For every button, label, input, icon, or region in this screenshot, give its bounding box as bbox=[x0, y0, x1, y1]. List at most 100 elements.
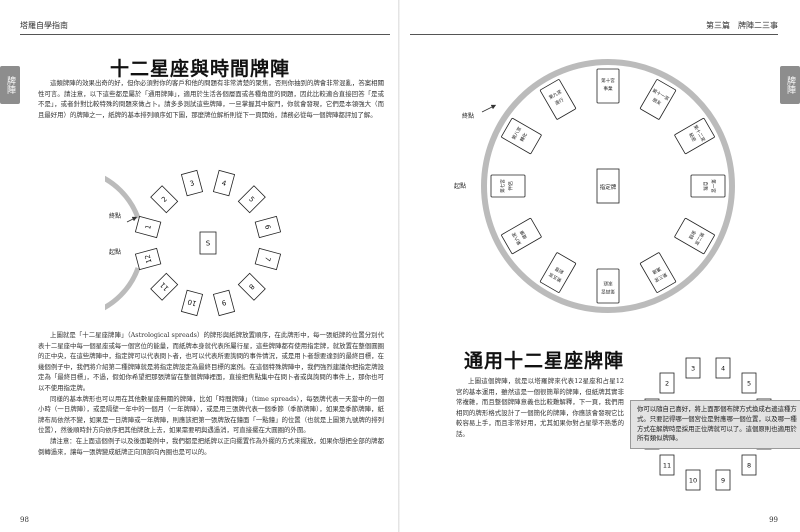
spread-card-position: 3 bbox=[685, 357, 701, 379]
spread-card-position: 6 bbox=[254, 215, 282, 239]
house-number-label: 第四宮 bbox=[601, 288, 615, 295]
house-theme-label: 轉化 bbox=[518, 131, 529, 143]
spread-card-position: 2 bbox=[659, 372, 675, 394]
running-head-left: 塔羅自學指南 bbox=[20, 21, 68, 30]
spread-card-position: 5 bbox=[741, 372, 757, 394]
house-theme-label: 家庭 bbox=[603, 280, 613, 287]
house-number-label: 第七宮 bbox=[499, 179, 506, 193]
house-spread-diagram: 第十宮事業第十一宮朋友第十二宮秘密第一宮自我第二宮金錢第三宮溝通第四宮家庭第五宮… bbox=[454, 59, 735, 313]
position-number: 4 bbox=[721, 365, 725, 373]
house-theme-label: 創意 bbox=[553, 265, 565, 276]
svg-text:S: S bbox=[206, 240, 211, 248]
significator-card: 指定牌 bbox=[596, 168, 620, 204]
page-number-left: 98 bbox=[20, 516, 29, 524]
spread-card-position: 10 bbox=[685, 469, 701, 491]
position-number: 5 bbox=[747, 380, 751, 388]
spread-card-position: 4 bbox=[212, 169, 236, 197]
spread-card-position: 1 bbox=[134, 215, 162, 239]
header-rule-left bbox=[20, 34, 390, 35]
spread-card-position: 9 bbox=[212, 289, 236, 317]
spread-card-position: 2 bbox=[150, 185, 179, 214]
spread-card-position: 12 bbox=[134, 247, 162, 271]
chapter-tab-right: 牌陣 bbox=[780, 66, 800, 104]
house-theme-label: 事業 bbox=[603, 85, 613, 92]
paragraph: 上圖這個牌陣，就是以塔羅牌來代表12星座和占星12宮的基本運用，雖然這是一個很簡… bbox=[456, 377, 624, 438]
position-number: 2 bbox=[665, 380, 669, 388]
tip-box: 你可以隨自己喜好，將上面那個布牌方式換成右邊這種方式。只要記得哪一個宮位是對應哪… bbox=[630, 400, 800, 450]
position-number: 9 bbox=[721, 477, 725, 485]
house-theme-label: 伴侶 bbox=[507, 181, 514, 191]
end-label: 終點 bbox=[462, 112, 474, 120]
paragraph: 這類牌陣的效果出奇的好，但你必須對你的客戶和他的問題有非常清楚的聚焦，否則你抽到… bbox=[38, 79, 384, 119]
position-number: 4 bbox=[221, 179, 228, 188]
position-number: 1 bbox=[144, 224, 153, 230]
spread-card-position: 11 bbox=[150, 272, 179, 301]
page-title-left: 十二星座與時間牌陣 bbox=[110, 58, 291, 80]
position-number: 3 bbox=[691, 365, 695, 373]
position-number: 6 bbox=[263, 224, 272, 231]
header-rule-right bbox=[410, 34, 778, 35]
running-head-right: 第三篇 牌陣二三事 bbox=[706, 21, 778, 30]
position-number: 8 bbox=[247, 282, 256, 291]
house-theme-label: 金錢 bbox=[687, 229, 698, 241]
paragraph: 上圖就是「十二星座牌陣」（Astrological spreads）的牌形與紙牌… bbox=[38, 331, 384, 392]
end-label: 終點 bbox=[109, 212, 121, 220]
explanation-text: 上圖就是「十二星座牌陣」（Astrological spreads）的牌形與紙牌… bbox=[38, 330, 384, 457]
spread-card-position: 9 bbox=[715, 469, 731, 491]
house-theme-label: 秘密 bbox=[687, 132, 698, 144]
right-page: 第三篇 牌陣二三事 牌陣 第十宮事業第十一宮朋友第十二宮秘密第一宮自我第二宮金錢… bbox=[400, 0, 800, 532]
house-theme-label: 遠行 bbox=[554, 96, 566, 107]
page-title-right: 通用十二星座牌陣 bbox=[464, 350, 625, 372]
house-theme-label: 自我 bbox=[702, 181, 709, 191]
spread-card-position: 11 bbox=[659, 454, 675, 476]
paragraph: 同樣的基本牌形也可以用在其他數星座無關的牌陣，比如「時間牌陣」（time spr… bbox=[38, 394, 384, 435]
chapter-tab-left: 牌陣 bbox=[0, 66, 20, 104]
spread-ring bbox=[105, 175, 141, 311]
start-label: 起點 bbox=[454, 182, 466, 190]
position-number: 10 bbox=[689, 477, 697, 485]
house-ring bbox=[481, 59, 735, 313]
spread-card-position: 8 bbox=[237, 272, 266, 301]
spread-card-position: 10 bbox=[180, 289, 204, 317]
spread-card-position: 7 bbox=[254, 247, 282, 271]
left-page: 塔羅自學指南 牌陣 十二星座與時間牌陣 這類牌陣的效果出奇的好，但你必須對你的客… bbox=[0, 21, 390, 524]
page-number-right: 99 bbox=[769, 516, 778, 524]
position-number: 8 bbox=[747, 462, 751, 470]
spread-card-position: 5 bbox=[237, 185, 266, 214]
significator-card: S bbox=[199, 231, 217, 255]
position-number: 5 bbox=[247, 195, 256, 204]
significator-label: 指定牌 bbox=[600, 183, 617, 191]
position-number: 9 bbox=[221, 298, 227, 307]
position-number: 12 bbox=[144, 254, 154, 265]
start-label: 起點 bbox=[109, 248, 121, 256]
position-number: 3 bbox=[189, 179, 195, 188]
house-number-label: 第一宮 bbox=[710, 179, 717, 193]
position-number: 2 bbox=[160, 195, 169, 204]
position-number: 11 bbox=[663, 462, 671, 470]
spread-card-position: 8 bbox=[741, 454, 757, 476]
description-text: 上圖這個牌陣，就是以塔羅牌來代表12星座和占星12宮的基本運用，雖然這是一個很簡… bbox=[456, 376, 624, 440]
house-theme-label: 健康 bbox=[518, 229, 529, 241]
house-theme-label: 朋友 bbox=[651, 96, 663, 107]
house-number-label: 第十宮 bbox=[601, 77, 615, 84]
position-number: 10 bbox=[187, 297, 198, 307]
house-card: 第七宮伴侶 bbox=[490, 174, 526, 198]
position-number: 7 bbox=[263, 256, 272, 262]
intro-text: 這類牌陣的效果出奇的好，但你必須對你的客戶和他的問題有非常清楚的聚焦，否則你抽到… bbox=[38, 78, 384, 120]
spread-card-position: 4 bbox=[715, 357, 731, 379]
paragraph: 請注意：在上面這個例子以及後面範例中，我們都是把紙牌以正向擺置作為外擺的方式來擺… bbox=[38, 436, 384, 456]
house-theme-label: 溝通 bbox=[651, 265, 663, 276]
position-number: 11 bbox=[159, 280, 171, 292]
